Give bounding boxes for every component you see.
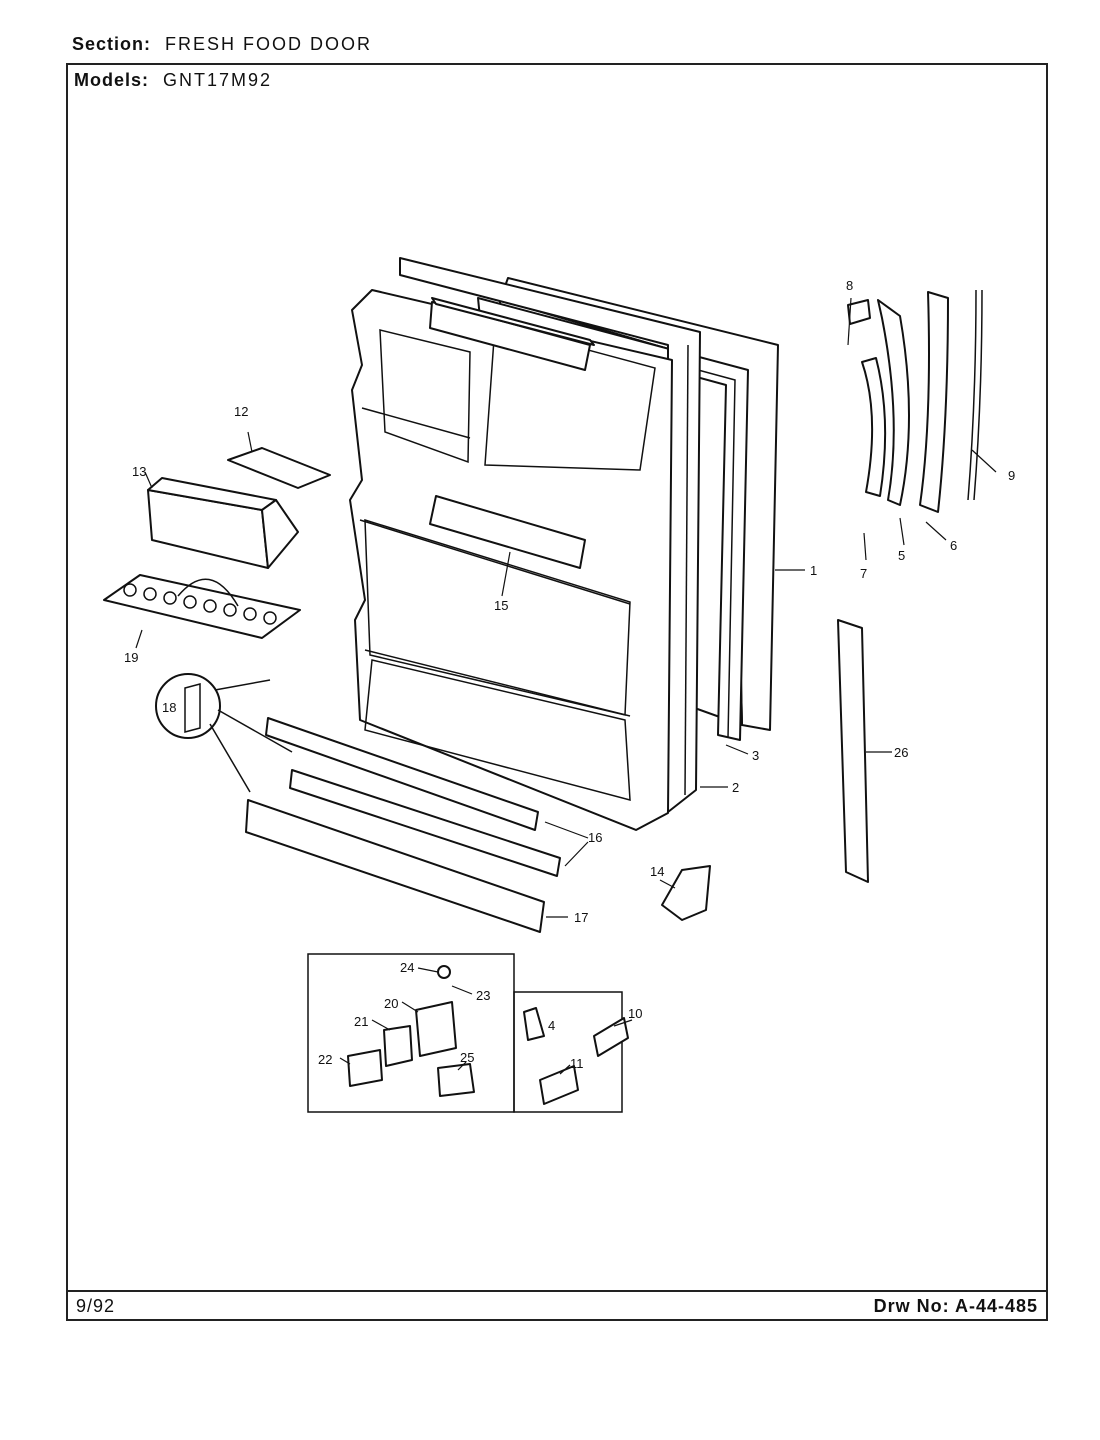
part-bottom-shelf-bar [245, 799, 545, 933]
callout-17: 17 [574, 910, 588, 925]
callout-21: 21 [354, 1014, 368, 1029]
part-door-shelf-bars [265, 717, 561, 877]
callout-12: 12 [234, 404, 248, 419]
footer-rule [66, 1290, 1048, 1292]
part-vertical-trim-strip [837, 619, 869, 883]
callout-6: 6 [950, 538, 957, 553]
callout-15: 15 [494, 598, 508, 613]
callout-24: 24 [400, 960, 414, 975]
callout-2: 2 [732, 780, 739, 795]
callout-26: 26 [894, 745, 908, 760]
callout-7: 7 [860, 566, 867, 581]
callout-13: 13 [132, 464, 146, 479]
callout-9: 9 [1008, 468, 1015, 483]
part-shelf-end-cap [155, 673, 293, 793]
drawing-value: A-44-485 [954, 1296, 1038, 1316]
callout-18: 18 [162, 700, 176, 715]
callout-11: 11 [570, 1056, 584, 1071]
bracket-kit-inset-box [513, 991, 623, 1113]
leader-lines [135, 297, 997, 1075]
drawing-label: Drw No: [873, 1296, 950, 1316]
callout-3: 3 [752, 748, 759, 763]
models-label: Models: [74, 70, 150, 90]
callout-16: 16 [588, 830, 602, 845]
callout-14: 14 [650, 864, 664, 879]
callout-1: 1 [810, 563, 817, 578]
callout-5: 5 [898, 548, 905, 563]
callout-22: 22 [318, 1052, 332, 1067]
callout-19: 19 [124, 650, 138, 665]
part-shelf-rail [429, 297, 595, 569]
revision-date: 9/92 [76, 1296, 116, 1316]
models-value: GNT17M92 [163, 70, 273, 90]
section-value: FRESH FOOD DOOR [165, 34, 373, 54]
callout-8: 8 [846, 278, 853, 293]
part-butter-cover [227, 447, 331, 489]
callout-25: 25 [460, 1050, 474, 1065]
part-trim-pieces [847, 289, 983, 513]
callout-20: 20 [384, 996, 398, 1011]
callout-23: 23 [476, 988, 490, 1003]
part-dairy-compartment [147, 477, 299, 569]
section-label: Section: [72, 34, 152, 54]
part-bracket-kit [523, 1007, 629, 1105]
part-handle-clip [661, 865, 711, 921]
models-title: Models: GNT17M92 [74, 70, 272, 91]
callout-10: 10 [628, 1006, 642, 1021]
drawing-frame [66, 63, 1048, 1321]
part-egg-tray [103, 574, 301, 639]
callout-4: 4 [548, 1018, 555, 1033]
drawing-number: Drw No: A-44-485 [874, 1296, 1038, 1317]
part-door-liner-body [349, 289, 673, 831]
part-hinge-kit [347, 965, 475, 1097]
callout-labels: 1 2 3 4 5 6 7 8 9 10 11 12 13 14 15 16 1… [124, 278, 1015, 1071]
section-title: Section: FRESH FOOD DOOR [72, 34, 372, 55]
